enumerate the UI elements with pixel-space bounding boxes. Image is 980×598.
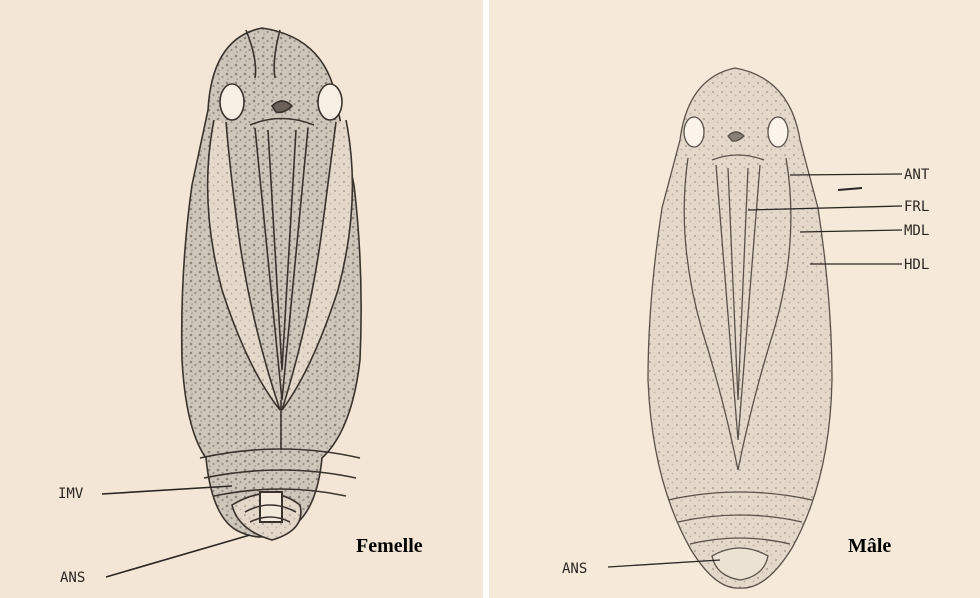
female-right-eye [318, 84, 342, 120]
female-left-eye [220, 84, 244, 120]
female-ans-leader [106, 535, 250, 577]
male-body-outline [648, 68, 832, 588]
female-ans-label: ANS [60, 570, 85, 586]
male-ans-label: ANS [562, 561, 587, 577]
male-mdl-label: MDL [904, 223, 929, 239]
male-right-eye [768, 117, 788, 147]
male-left-eye [684, 117, 704, 147]
male-sex-label: Mâle [848, 535, 891, 557]
male-hdl-label: HDL [904, 257, 929, 273]
female-pupa-drawing [182, 28, 361, 540]
male-ant-label: ANT [904, 167, 930, 183]
female-imv-label: IMV [58, 486, 84, 502]
male-dash-mark [838, 188, 862, 190]
male-frl-label: FRL [904, 199, 929, 215]
female-sex-label: Femelle [356, 535, 423, 557]
male-pupa-drawing [648, 68, 832, 588]
